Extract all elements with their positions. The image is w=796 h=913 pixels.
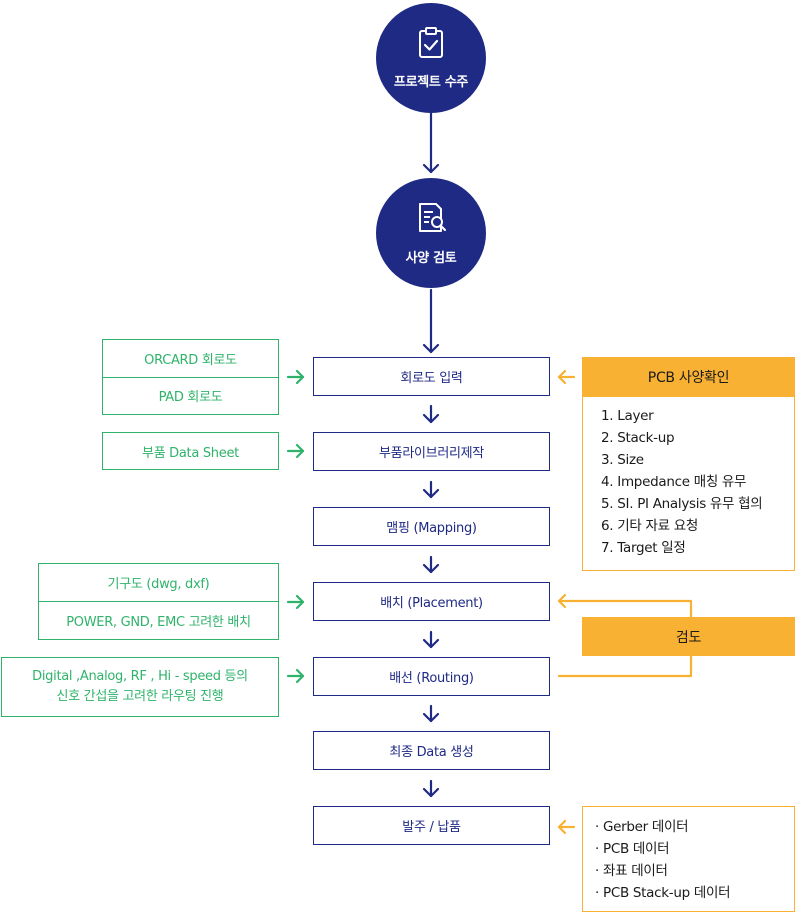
flow-arrowhead-2 (422, 343, 440, 354)
pcb-spec-item: 7. Target 일정 (601, 540, 686, 556)
flow-arrowhead-1 (422, 163, 440, 174)
schematic-sources-box: ORCARD 회로도 PAD 회로도 (102, 339, 279, 415)
flow-arrowhead-5 (422, 563, 440, 574)
flow-arrowhead-7 (422, 712, 440, 723)
pcb-spec-item: 4. Impedance 매칭 유무 (601, 474, 747, 490)
document-search-icon (414, 201, 448, 239)
placement-input: POWER, GND, EMC 고려한 배치 (39, 601, 278, 639)
schematic-source: PAD 회로도 (103, 376, 278, 415)
placement-inputs-box: 기구도 (dwg, dxf) POWER, GND, EMC 고려한 배치 (38, 563, 279, 640)
review-loop-line (557, 654, 693, 678)
flow-arrowhead-3 (422, 413, 440, 424)
pcb-spec-item: 5. SI. PI Analysis 유무 협의 (601, 496, 763, 512)
step-routing: 배선 (Routing) (313, 657, 550, 696)
placement-input: 기구도 (dwg, dxf) (107, 577, 210, 592)
pcb-spec-item: 6. 기타 자료 요청 (601, 518, 698, 534)
routing-note-line: 신호 간섭을 고려한 라우팅 진행 (56, 689, 224, 704)
pcb-spec-item: 2. Stack-up (601, 430, 675, 446)
step-final-data: 최종 Data 생성 (313, 731, 550, 770)
pcb-spec-item: 3. Size (601, 452, 644, 468)
step-order-delivery: 발주 / 납품 (313, 806, 550, 845)
pcb-spec-title: PCB 사양확인 (582, 357, 795, 397)
flow-arrowhead-6 (422, 638, 440, 649)
project-order-circle: 프로젝트 수주 (376, 3, 486, 113)
deliverable-item: · 좌표 데이터 (595, 863, 668, 879)
circle-label: 프로젝트 수주 (393, 74, 469, 90)
parts-source: 부품 Data Sheet (142, 445, 239, 461)
deliverable-item: · PCB 데이터 (595, 841, 670, 857)
flow-arrowhead-4 (422, 488, 440, 499)
spec-review-circle: 사양 검토 (376, 178, 486, 288)
review-loop-line-top (557, 599, 693, 619)
step-placement: 배치 (Placement) (313, 582, 550, 621)
deliverables-list: · Gerber 데이터 · PCB 데이터 · 좌표 데이터 · PCB St… (582, 806, 795, 912)
circle-label: 사양 검토 (405, 250, 457, 266)
review-box: 검도 (582, 617, 795, 656)
schematic-source: ORCARD 회로도 (144, 352, 237, 368)
deliverable-item: · Gerber 데이터 (595, 819, 689, 835)
pcb-spec-item: 1. Layer (601, 408, 654, 424)
clipboard-check-icon (416, 26, 446, 63)
routing-note-line: Digital ,Analog, RF , Hi - speed 등의 (32, 669, 248, 684)
routing-note-box: Digital ,Analog, RF , Hi - speed 등의 신호 간… (1, 657, 279, 717)
pcb-spec-list: 1. Layer 2. Stack-up 3. Size 4. Impedanc… (582, 396, 795, 571)
parts-datasheet-box: 부품 Data Sheet (102, 432, 279, 470)
deliverable-item: · PCB Stack-up 데이터 (595, 885, 731, 901)
flow-arrowhead-8 (422, 787, 440, 798)
step-library: 부품라이브러리제작 (313, 432, 550, 471)
step-schematic-input: 회로도 입력 (313, 357, 550, 396)
step-mapping: 맴핑 (Mapping) (313, 507, 550, 546)
